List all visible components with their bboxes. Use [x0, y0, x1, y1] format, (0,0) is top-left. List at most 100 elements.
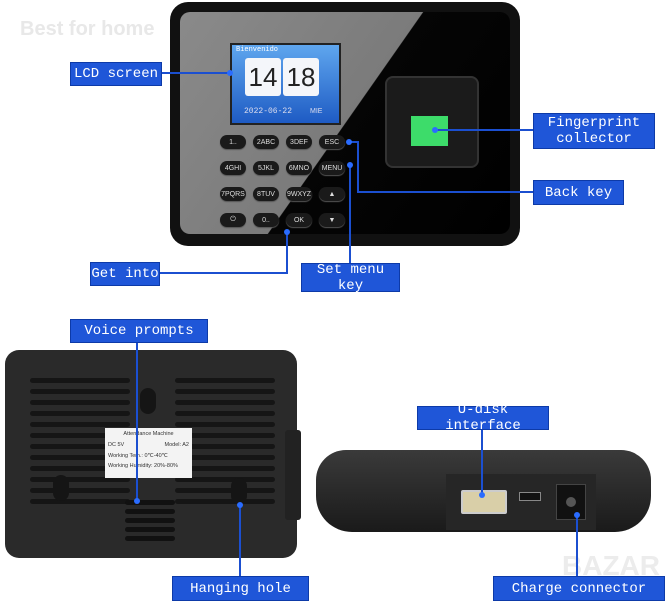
hanging-hole-top [140, 388, 156, 414]
keypad-key[interactable]: ESC [319, 135, 345, 149]
keypad-key[interactable]: 9WXYZ [286, 187, 312, 201]
vent-slot [30, 433, 130, 438]
keypad-key[interactable]: 3DEF [286, 135, 312, 149]
lcd-hour: 14 [245, 58, 281, 96]
hanging-hole-left [53, 475, 69, 501]
leader-dot [284, 229, 290, 235]
vent-slot [30, 411, 130, 416]
device-front: Bienvenido 14 18 2022-06-22 MIE 1.. 2ABC 3… [170, 2, 520, 246]
leader-line [136, 341, 138, 501]
mini-usb-port [519, 492, 541, 501]
device-face: Bienvenido 14 18 2022-06-22 MIE 1.. 2ABC 3… [180, 12, 510, 234]
port-panel [446, 474, 596, 530]
leader-dot [346, 139, 352, 145]
vent-slot [30, 400, 130, 405]
leader-line [481, 428, 483, 495]
spec-sticker: Attendance Machine DC 5V Model: A2 Workin… [105, 428, 192, 478]
dc-jack [556, 484, 586, 520]
keypad-key[interactable]: ⏻ [220, 213, 246, 227]
watermark-top: Best for home [20, 18, 155, 40]
vent-slot [175, 455, 275, 460]
hanging-hole-right [231, 478, 247, 504]
keypad-key[interactable]: ▲ [319, 187, 345, 201]
lcd-display: Bienvenido 14 18 2022-06-22 MIE [230, 43, 341, 125]
leader-line [158, 272, 288, 274]
leader-dot [574, 512, 580, 518]
vent-slot [30, 488, 130, 493]
leader-line [347, 141, 359, 143]
keypad-key[interactable]: 1.. [220, 135, 246, 149]
keypad-key[interactable]: 0.. [253, 213, 279, 227]
sticker-title: Attendance Machine [123, 431, 174, 437]
label-u-disk-interface: U-disk interface [417, 402, 549, 434]
label-get-into: Get into [90, 262, 160, 286]
sticker-humidity: Working Humidity: 20%-80% [108, 463, 178, 469]
fingerprint-module [385, 76, 479, 168]
vent-slot [175, 389, 275, 394]
vent-slot [30, 455, 130, 460]
leader-line [357, 191, 533, 193]
keypad-key[interactable]: 5JKL [253, 161, 279, 175]
vent-slot [30, 499, 130, 504]
leader-line [357, 141, 359, 192]
label-voice-prompts: Voice prompts [70, 319, 208, 343]
leader-line [286, 230, 288, 274]
speaker-grille [125, 518, 175, 523]
keypad-key[interactable]: MENU [319, 161, 345, 175]
vent-slot [175, 411, 275, 416]
keypad-key[interactable]: 8TUV [253, 187, 279, 201]
leader-line [435, 129, 533, 131]
leader-dot [134, 498, 140, 504]
leader-line [576, 515, 578, 577]
sticker-dc: DC 5V [108, 442, 125, 448]
device-back: Attendance Machine DC 5V Model: A2 Workin… [5, 350, 301, 558]
keypad-key[interactable]: ▼ [319, 213, 345, 227]
keypad-key[interactable]: 7PQRS [220, 187, 246, 201]
lcd-greeting: Bienvenido [236, 46, 279, 54]
speaker-grille [125, 536, 175, 541]
keypad-key[interactable]: 6MNO [286, 161, 312, 175]
vent-slot [30, 422, 130, 427]
sticker-temp: Working Tem.: 0℃-40℃ [108, 453, 168, 459]
fingerprint-sensor[interactable] [411, 116, 448, 146]
leader-dot [237, 502, 243, 508]
vent-slot [175, 477, 275, 482]
lcd-day: MIE [310, 108, 323, 115]
vent-slot [175, 378, 275, 383]
leader-dot [479, 492, 485, 498]
leader-line [349, 165, 351, 264]
speaker-grille [125, 509, 175, 514]
device-side [316, 450, 651, 532]
vent-slot [30, 444, 130, 449]
label-set-menu-key: Set menu key [301, 262, 400, 294]
sticker-model: Model: A2 [164, 442, 189, 448]
vent-slot [30, 389, 130, 394]
leader-dot [347, 162, 353, 168]
vent-slot [175, 466, 275, 471]
watermark-bottom: BAZAR [562, 550, 660, 581]
keypad-key[interactable]: 4GHI [220, 161, 246, 175]
speaker-grille [125, 527, 175, 532]
vent-slot [30, 466, 130, 471]
label-hanging-hole: Hanging hole [172, 576, 309, 601]
vent-slot [30, 378, 130, 383]
label-charge-connector: Charge connector [493, 576, 665, 601]
label-back-key: Back key [533, 180, 624, 205]
leader-dot [432, 127, 438, 133]
label-lcd-screen: LCD screen [70, 62, 162, 86]
keypad-key[interactable]: OK [286, 213, 312, 227]
vent-slot [175, 444, 275, 449]
keypad-key[interactable]: 2ABC [253, 135, 279, 149]
leader-dot [227, 70, 233, 76]
lcd-date: 2022-06-22 [244, 107, 293, 116]
vent-slot [175, 499, 275, 504]
leader-line [239, 505, 241, 577]
vent-slot [175, 433, 275, 438]
speaker-grille [125, 500, 175, 505]
vent-slot [175, 422, 275, 427]
lcd-minute: 18 [283, 58, 319, 96]
label-fingerprint-collector: Fingerprint collector [533, 113, 655, 149]
vent-slot [30, 477, 130, 482]
leader-line [160, 72, 230, 74]
vent-slot [175, 400, 275, 405]
